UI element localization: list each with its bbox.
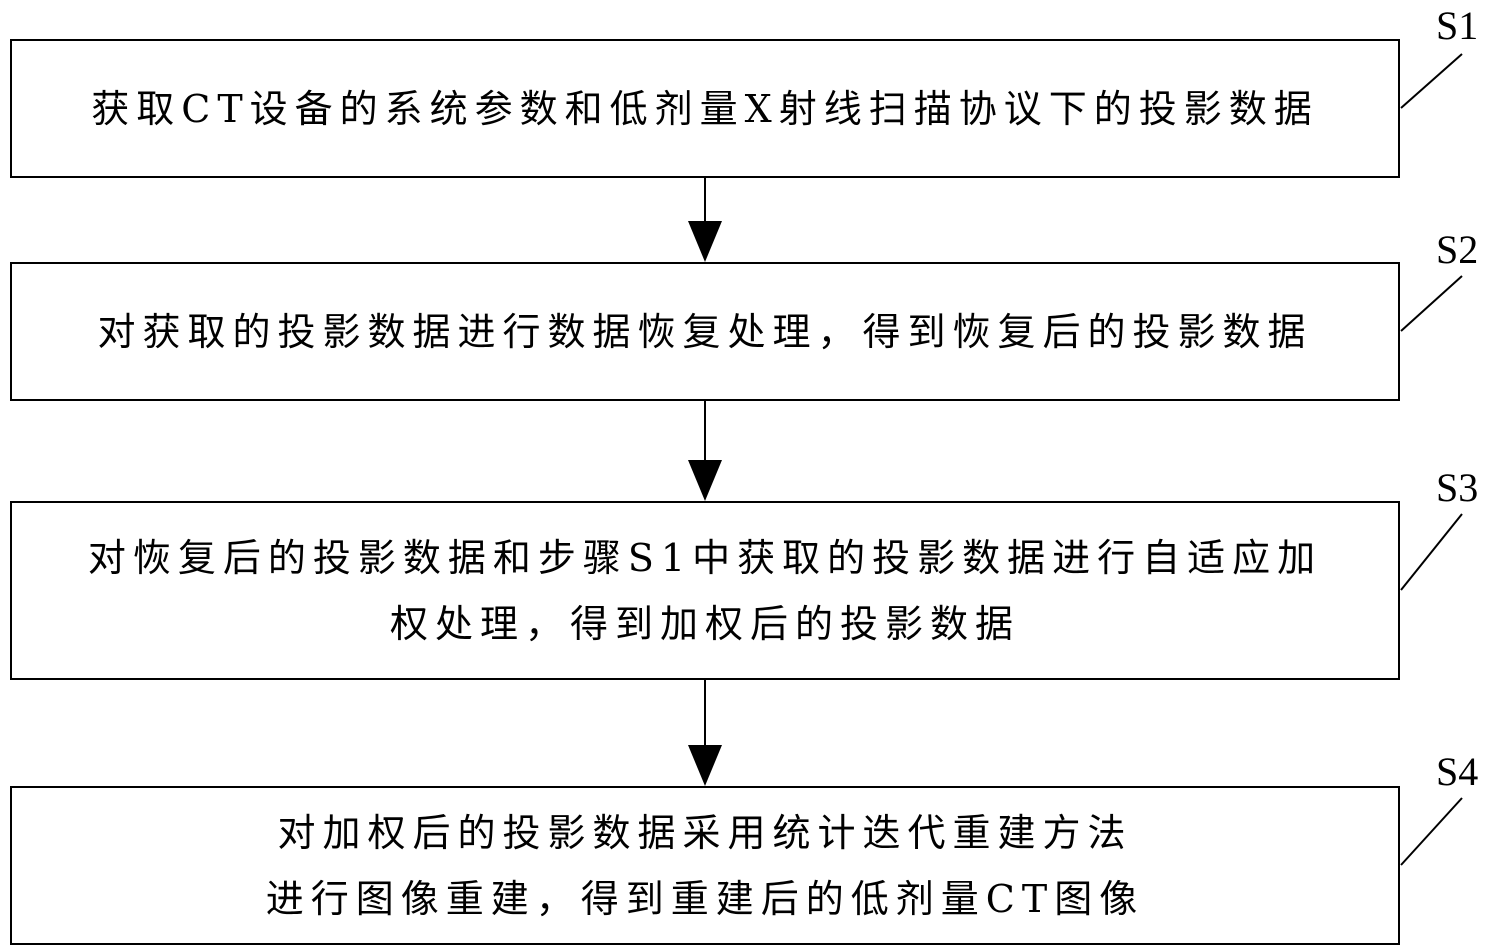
- step-text-s2: 对获取的投影数据进行数据恢复处理，得到恢复后的投影数据: [73, 299, 1336, 365]
- step-text-s1: 获取CT设备的系统参数和低剂量X射线扫描协议下的投影数据: [67, 76, 1342, 142]
- step-text-s4: 对加权后的投影数据采用统计迭代重建方法 进行图像重建，得到重建后的低剂量CT图像: [242, 800, 1168, 932]
- step-box-s4: 对加权后的投影数据采用统计迭代重建方法 进行图像重建，得到重建后的低剂量CT图像: [10, 786, 1400, 945]
- step-s3-line-2: 权处理，得到加权后的投影数据: [389, 601, 1020, 646]
- step-s4-line-1: 对加权后的投影数据采用统计迭代重建方法: [277, 810, 1133, 855]
- leader-line-s2: [1400, 275, 1463, 332]
- step-label-s1: S1: [1436, 3, 1479, 48]
- arrowhead-s2-s3: [688, 460, 722, 501]
- step-s4-line-2: 进行图像重建，得到重建后的低剂量CT图像: [265, 876, 1145, 921]
- arrowhead-s3-s4: [688, 745, 722, 786]
- step-box-s1: 获取CT设备的系统参数和低剂量X射线扫描协议下的投影数据: [10, 39, 1400, 178]
- step-label-s3: S3: [1436, 465, 1479, 510]
- step-label-s2: S2: [1436, 227, 1479, 272]
- step-box-s2: 对获取的投影数据进行数据恢复处理，得到恢复后的投影数据: [10, 262, 1400, 401]
- arrowhead-s1-s2: [688, 221, 722, 262]
- step-s1-line-1: 获取CT设备的系统参数和低剂量X射线扫描协议下的投影数据: [91, 86, 1319, 131]
- step-label-s4: S4: [1436, 749, 1479, 794]
- leader-line-s1: [1400, 53, 1463, 109]
- step-s3-line-1: 对恢复后的投影数据和步骤S1中获取的投影数据进行自适应加: [87, 535, 1323, 580]
- step-box-s3: 对恢复后的投影数据和步骤S1中获取的投影数据进行自适应加 权处理，得到加权后的投…: [10, 501, 1400, 680]
- leader-line-s3: [1400, 513, 1463, 591]
- leader-line-s4: [1400, 797, 1463, 866]
- step-s2-line-1: 对获取的投影数据进行数据恢复处理，得到恢复后的投影数据: [97, 309, 1313, 354]
- step-text-s3: 对恢复后的投影数据和步骤S1中获取的投影数据进行自适应加 权处理，得到加权后的投…: [64, 525, 1346, 657]
